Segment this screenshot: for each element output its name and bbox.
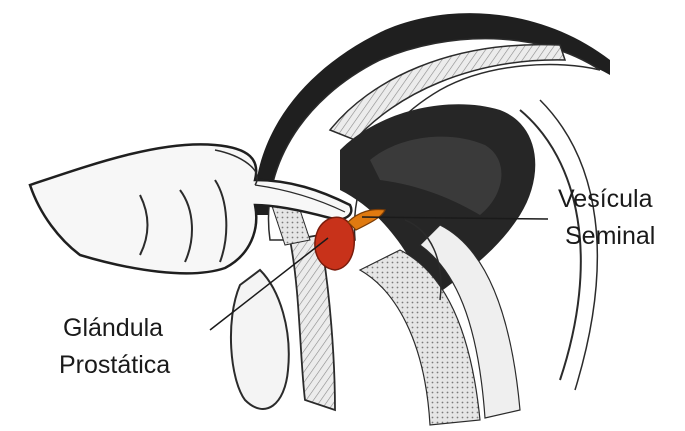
- seminal-vesicle-label-line1: Vesícula: [558, 185, 653, 213]
- seminal-vesicle-label-line2: Seminal: [565, 222, 655, 250]
- prostate-label: Glándula Prostática: [59, 314, 170, 379]
- prostate-label-line2: Prostática: [59, 351, 170, 379]
- prostate-label-line1: Glándula: [63, 314, 163, 342]
- seminal-vesicle-label: Vesícula Seminal: [558, 185, 655, 250]
